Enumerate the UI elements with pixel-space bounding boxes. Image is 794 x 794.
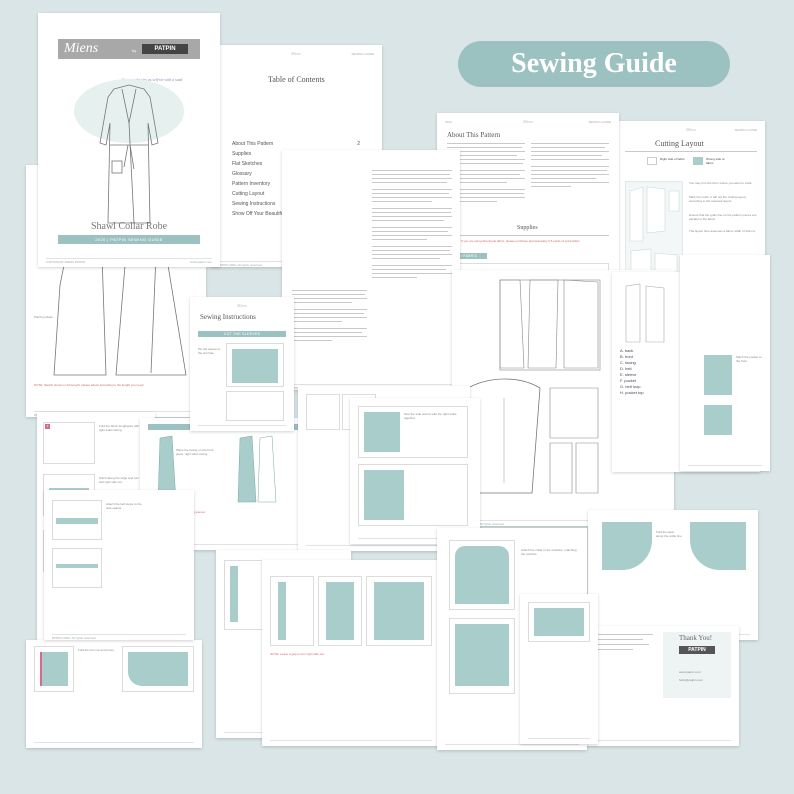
glossary-page: PATPIN 2020. All rights reserved.: [282, 150, 460, 390]
instruction-section-bar: CUT THE SLEEVES: [198, 331, 286, 337]
page-tag: SEWING GUIDE: [351, 52, 374, 56]
page-logo: Miens: [523, 119, 533, 124]
footer-left: PATPIN 2020. All rights reserved.: [218, 263, 263, 267]
instruction-page-right-1: Stitch the pocket to the front: [680, 255, 770, 471]
page-logo: Miens: [686, 127, 696, 132]
toc-title: Table of Contents: [268, 75, 325, 84]
cutting-layout-title: Cutting Layout: [655, 139, 704, 148]
cover-subtitle: 2020 | PATPIN SEWING GUIDE: [58, 235, 200, 244]
step-page-bottom-4: NOTE: Leave a gap to turn right side out…: [262, 560, 440, 746]
page-logo: Miens: [237, 303, 247, 308]
main-fabric-bar: MAIN FABRIC: [447, 253, 487, 259]
brand-logo: Miens: [64, 41, 99, 56]
cover-title: Shawl Collar Robe: [90, 221, 168, 232]
about-title: About This Pattern: [447, 131, 501, 139]
sewing-instructions-title: Sewing Instructions: [200, 313, 256, 321]
thank-you-title: Thank You!: [679, 634, 713, 642]
cover-page: Miens by PATPIN Convert the ties as self…: [38, 13, 220, 267]
legend-item: F. pocket: [620, 378, 637, 383]
legend-right-side: Right side of fabric: [660, 157, 685, 161]
inventory-legend: A. back B. front C. facing D. belt E. sl…: [620, 348, 644, 396]
pattern-pieces-diagram: [467, 279, 601, 494]
step-page-bottom-left: Fold the hem up and press.: [26, 640, 202, 748]
email-link[interactable]: hello@patpin.com: [679, 678, 704, 682]
legend-item: C. facing: [620, 360, 636, 365]
legend-item: G. belt loop: [620, 384, 641, 389]
sewing-guide-banner: Sewing Guide: [458, 41, 730, 87]
step-page-middle-2: Sew the side seams with the right sides …: [350, 398, 480, 544]
legend-item: E. sleeve: [620, 372, 637, 377]
page-tag: SEWING GUIDE: [734, 128, 757, 132]
supplies-title: Supplies: [517, 225, 538, 231]
page-logo: Miens: [291, 51, 301, 56]
legend-item: A. back: [620, 348, 634, 353]
thank-you-page: Thank You! PATPIN www.patpin.com hello@p…: [575, 626, 739, 746]
step-page-bottom-6: [520, 594, 598, 744]
robe-illustration: [99, 84, 159, 224]
pocket-callout: Patch pockets: [34, 315, 53, 319]
legend-item: D. belt: [620, 366, 632, 371]
cover-footer-right: www.patpin.com: [190, 260, 212, 264]
partner-logo: PATPIN: [142, 44, 188, 54]
facing-pieces-diagram: [157, 435, 277, 503]
footer-left: PATPIN 2020. All rights reserved.: [460, 522, 505, 526]
legend-wrong-side: Wrong side of fabric: [706, 157, 725, 165]
sewing-instructions-page: Miens Sewing Instructions CUT THE SLEEVE…: [190, 297, 294, 431]
step-page-bottom-2: Attach the belt loops to the side seams.…: [44, 490, 194, 640]
brand-by: by: [132, 48, 137, 53]
website-link[interactable]: www.patpin.com: [679, 670, 701, 674]
legend-item: B. front: [620, 354, 633, 359]
instruction-page-right-2: Fold the lapel along the collar line: [588, 510, 758, 640]
about-year: 2020: [445, 120, 452, 124]
cover-footer-left: COPYRIGHT MIENS PATPIN: [46, 260, 86, 264]
partner-badge: PATPIN: [679, 646, 715, 654]
page-tag: SEWING GUIDE: [588, 120, 611, 124]
legend-item: H. pocket top: [620, 390, 644, 395]
footer-left: PATPIN 2020. All rights reserved.: [52, 636, 97, 640]
